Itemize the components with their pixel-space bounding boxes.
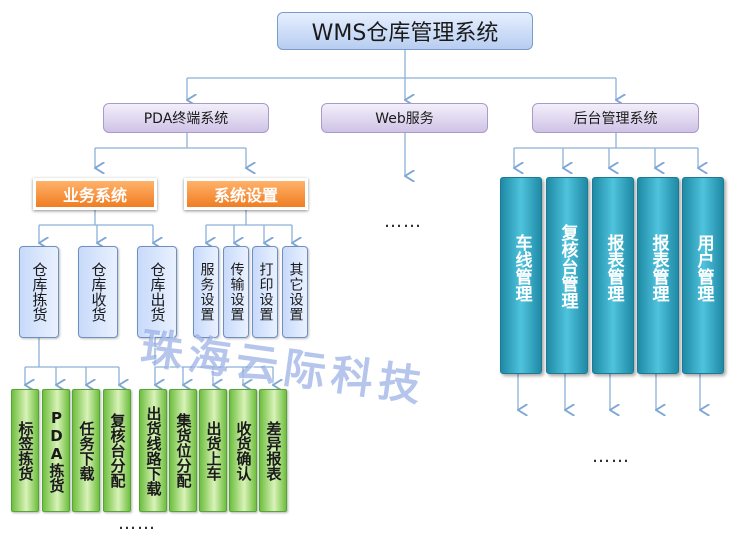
backend-item: 报表管理 bbox=[637, 177, 679, 374]
shipping-task-item: 集货位分配 bbox=[169, 389, 197, 512]
shipping-task-item: 差异报表 bbox=[259, 389, 287, 512]
picking-task-item: 任务下载 bbox=[72, 389, 100, 512]
settings-item: 打印设置 bbox=[252, 246, 278, 338]
business-system-group: 业务系统 bbox=[33, 178, 157, 210]
pda-module: PDA终端系统 bbox=[103, 103, 269, 133]
picking-task-item: 复核台分配 bbox=[103, 389, 131, 512]
settings-item: 其它设置 bbox=[282, 246, 308, 338]
system-settings-group: 系统设置 bbox=[184, 178, 308, 210]
backend-ellipsis: …… bbox=[592, 446, 630, 467]
root-title: WMS仓库管理系统 bbox=[277, 12, 533, 50]
business-item: 仓库收货 bbox=[78, 246, 118, 338]
shipping-task-item: 出货上车 bbox=[199, 389, 227, 512]
backend-item: 报表管理 bbox=[592, 177, 634, 374]
picking-task-item: PDA拣货 bbox=[42, 389, 70, 512]
settings-item: 服务设置 bbox=[193, 246, 219, 338]
shipping-task-item: 出货线路下载 bbox=[139, 389, 167, 512]
web-ellipsis: …… bbox=[384, 211, 422, 232]
picking-task-item: 标签拣货 bbox=[11, 389, 39, 512]
business-item: 仓库拣货 bbox=[19, 246, 59, 338]
backend-item: 车线管理 bbox=[500, 177, 542, 374]
backend-item: 用户管理 bbox=[682, 177, 724, 374]
shipping-task-item: 收货确认 bbox=[229, 389, 257, 512]
backend-module: 后台管理系统 bbox=[532, 103, 699, 133]
settings-item: 传输设置 bbox=[223, 246, 249, 338]
pda-ellipsis: …… bbox=[118, 513, 156, 534]
backend-item: 复核台管理 bbox=[546, 177, 588, 374]
business-item: 仓库出货 bbox=[137, 246, 177, 338]
web-module: Web服务 bbox=[321, 103, 488, 133]
